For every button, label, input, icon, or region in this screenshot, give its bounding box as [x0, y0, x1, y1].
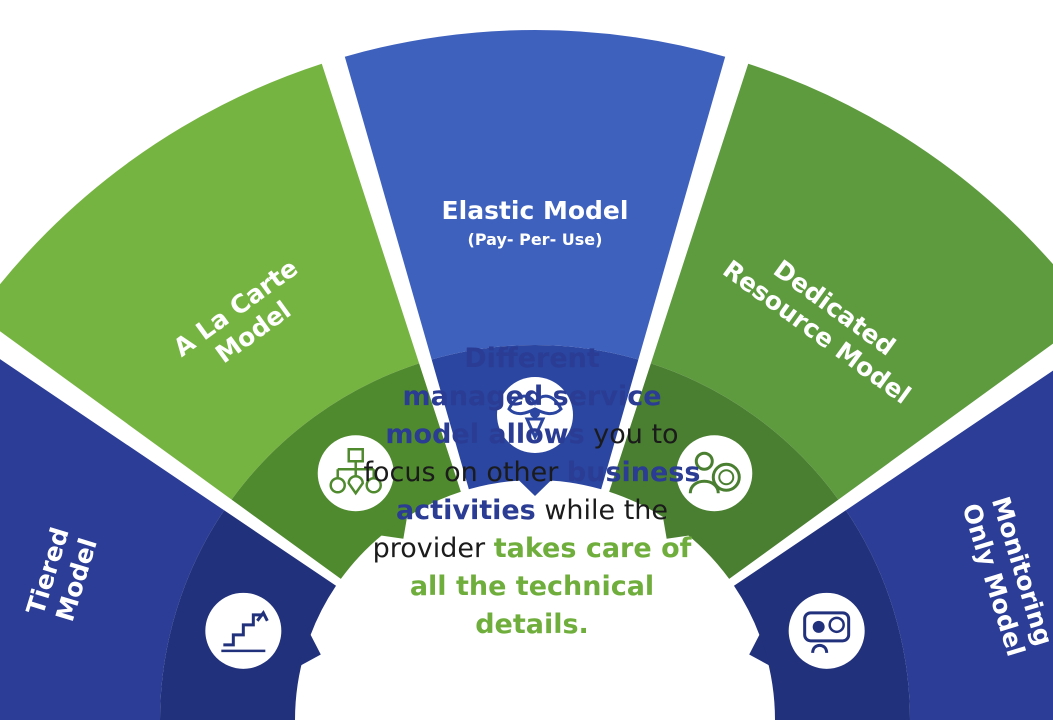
- segment-dedicated-outer: [650, 63, 1053, 500]
- monitoring-screen-icon: [788, 592, 865, 669]
- segment-elastic-label: Elastic Model (Pay- Per- Use): [442, 196, 629, 249]
- center-line-7-green: all the technical: [409, 571, 655, 602]
- center-message: Different managed service model allows y…: [322, 340, 742, 644]
- segment-tiered-pointer: [300, 633, 321, 666]
- segment-a-la-carte-pointer: [380, 515, 408, 539]
- center-line-1: Different: [464, 343, 600, 374]
- support-agent-icon: [676, 435, 753, 512]
- segment-monitoring-outer: [845, 370, 1053, 720]
- center-line-4-plain: focus on other: [363, 457, 567, 488]
- stairs-growth-icon: [205, 592, 282, 669]
- segment-a-la-carte-outer: [0, 63, 420, 500]
- center-line-4-bold: business: [566, 457, 701, 488]
- hierarchy-options-icon: [317, 435, 394, 512]
- center-line-2: managed service: [402, 381, 662, 412]
- handshake-icon: [497, 377, 573, 453]
- center-line-3-bold: model allows: [385, 419, 585, 450]
- segment-monitoring-pointer: [749, 633, 770, 666]
- segment-elastic-pointer: [518, 479, 552, 496]
- center-line-6-plain: provider: [372, 533, 494, 564]
- segment-elastic-outer: [344, 30, 726, 360]
- center-line-5-rest: while the: [535, 495, 669, 526]
- center-line-8-green: details.: [475, 609, 589, 640]
- segment-dedicated-pointer: [662, 515, 690, 539]
- center-line-6-green: takes care of: [493, 533, 692, 564]
- segment-elastic-title-line: Elastic Model: [442, 196, 629, 225]
- center-line-3-rest: you to: [584, 419, 679, 450]
- center-line-5-bold: activities: [395, 495, 536, 526]
- segment-elastic-subtitle: (Pay- Per- Use): [468, 230, 603, 249]
- segment-tiered-outer: [0, 359, 225, 720]
